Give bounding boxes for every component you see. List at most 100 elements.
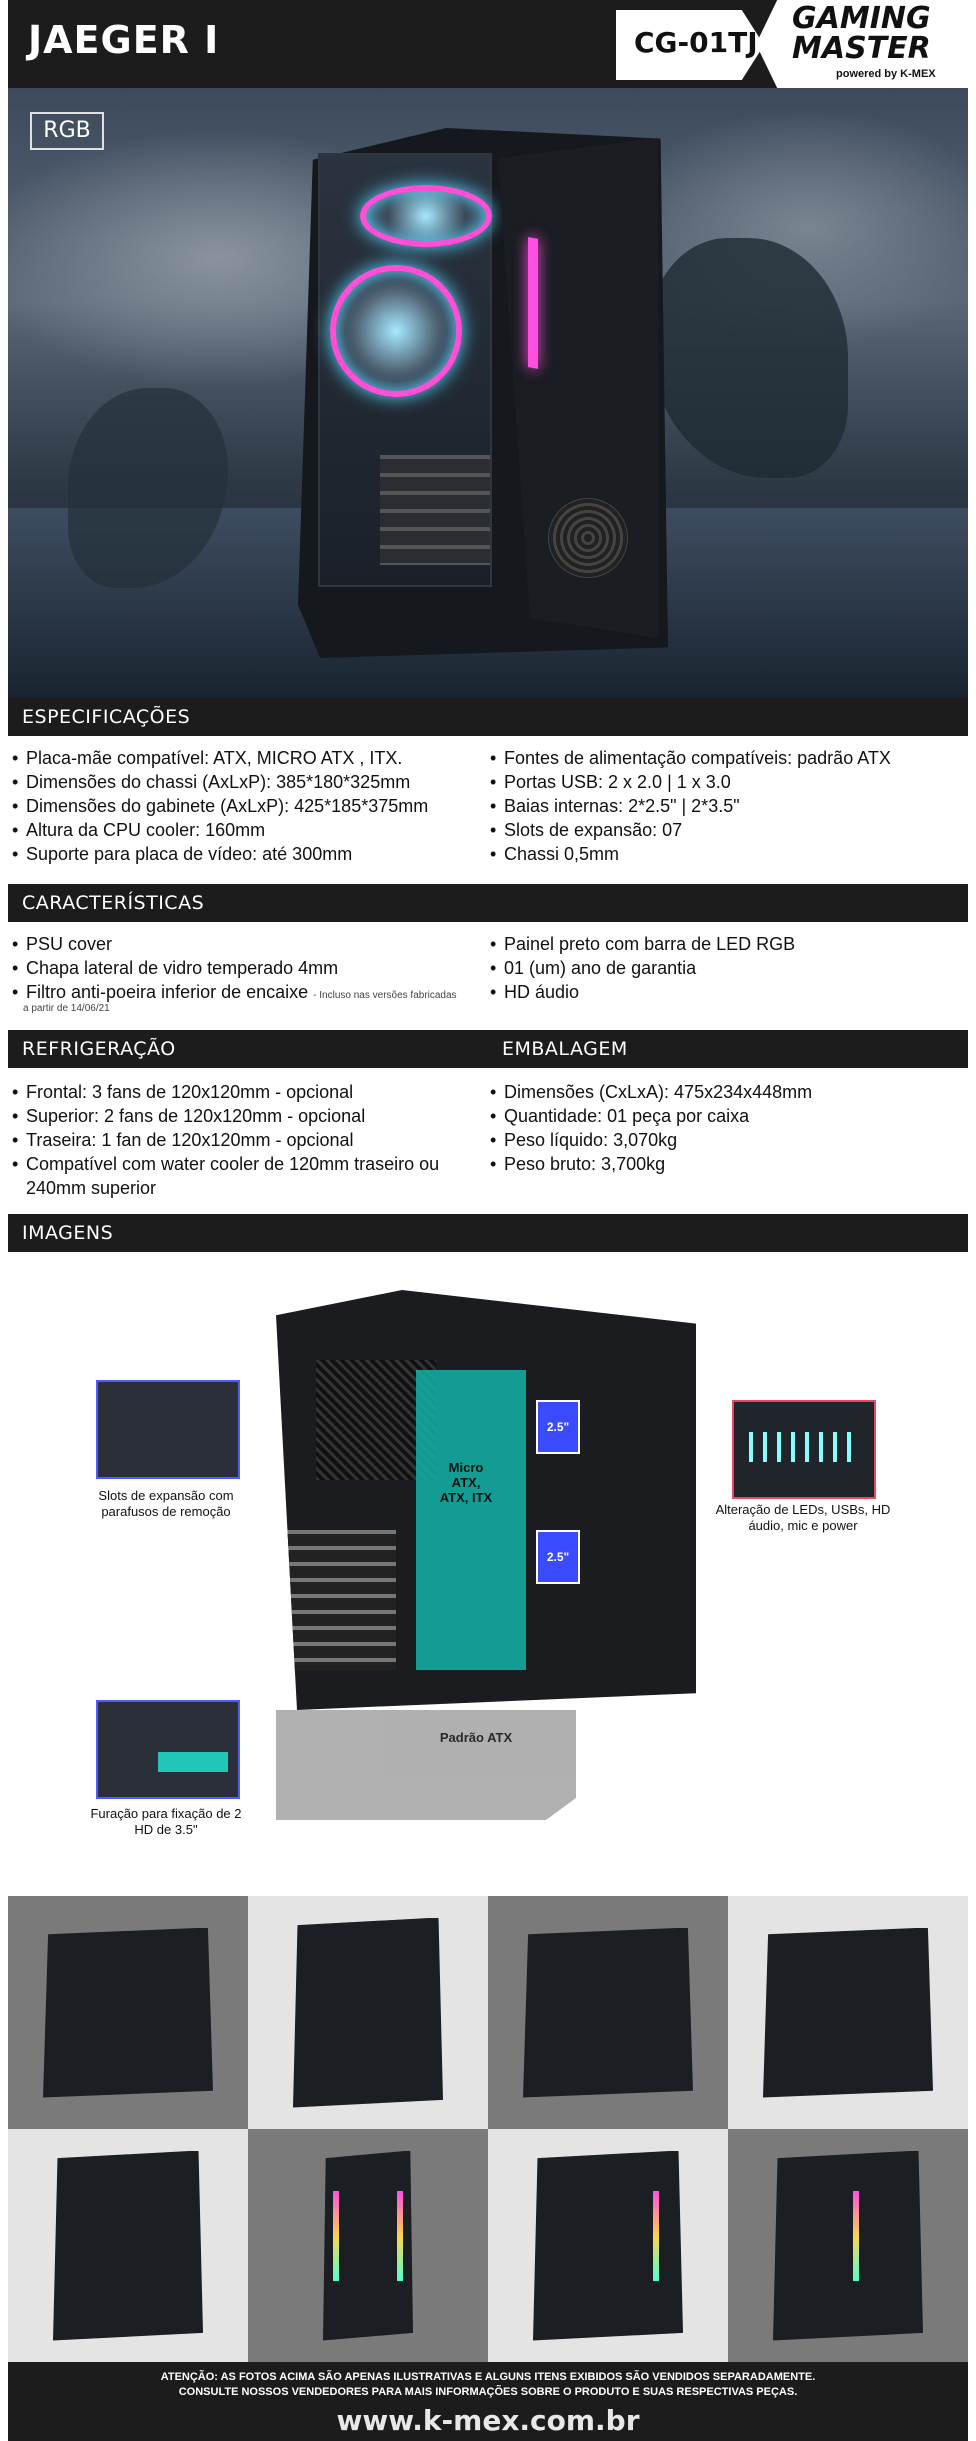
- case-lit-angle-photo: [773, 2150, 923, 2341]
- list-item: Superior: 2 fans de 120x120mm - opcional: [12, 1104, 462, 1128]
- caption-leds: Alteração de LEDs, USBs, HD áudio, mic e…: [715, 1502, 891, 1533]
- caption-slots: Slots de expansão com parafusos de remoç…: [98, 1488, 234, 1519]
- expansion-slots: [286, 1530, 396, 1670]
- brand-line2: MASTER: [792, 31, 931, 66]
- gallery-photo: [728, 2129, 968, 2362]
- case-angle-photo: [523, 1927, 693, 2098]
- rgb-fan-icon: [330, 265, 462, 397]
- disclaimer: ATENÇÃO: AS FOTOS ACIMA SÃO APENAS ILUST…: [8, 2370, 968, 2400]
- led-strip: [653, 2190, 659, 2281]
- list-item: Suporte para placa de vídeo: até 300mm: [12, 842, 482, 866]
- images-heading: IMAGENS: [22, 1222, 114, 1244]
- psu-label: Padrão ATX: [439, 1730, 513, 1745]
- packaging-list: Dimensões (CxLxA): 475x234x448mm Quantid…: [490, 1080, 950, 1176]
- io-ports: [749, 1432, 859, 1462]
- gallery-photo: [728, 1896, 968, 2129]
- gallery-photo: [8, 1896, 248, 2129]
- features-list-left: PSU cover Chapa lateral de vidro tempera…: [12, 932, 492, 1008]
- list-item: HD áudio: [490, 980, 960, 1004]
- specs-heading-bar: ESPECIFICAÇÕES: [8, 698, 968, 736]
- list-item: PSU cover: [12, 932, 492, 956]
- list-item: Dimensões do gabinete (AxLxP): 425*185*3…: [12, 794, 482, 818]
- list-item: Dimensões do chassi (AxLxP): 385*180*325…: [12, 770, 482, 794]
- photo-gallery: [8, 1896, 968, 2362]
- inset-expansion-slots: [96, 1380, 240, 1479]
- case-interior-render: Micro ATX, ATX, ITX 2.5" 2.5": [276, 1290, 696, 1710]
- led-strip: [397, 2190, 403, 2281]
- gallery-photo: [248, 1896, 488, 2129]
- drive-bay-label: 2.5": [536, 1530, 580, 1584]
- inset-front-io: [732, 1400, 876, 1499]
- list-item: Compatível com water cooler de 120mm tra…: [12, 1152, 462, 1200]
- brand-tagline: powered by K-MEX: [836, 68, 936, 80]
- list-item: Chapa lateral de vidro temperado 4mm: [12, 956, 492, 980]
- model-code-box: CG-01TJ: [616, 10, 764, 80]
- list-item: Portas USB: 2 x 2.0 | 1 x 3.0: [490, 770, 960, 794]
- motherboard-label: Micro ATX, ATX, ITX: [439, 1460, 493, 1505]
- hero-image: RGB: [8, 88, 968, 698]
- features-list-right: Painel preto com barra de LED RGB 01 (um…: [490, 932, 960, 1004]
- psu-cover-area: Padrão ATX: [276, 1710, 576, 1820]
- specs-heading: ESPECIFICAÇÕES: [22, 706, 191, 728]
- specs-list-left: Placa-mãe compatível: ATX, MICRO ATX , I…: [12, 746, 482, 866]
- list-item: Fontes de alimentação compatíveis: padrã…: [490, 746, 960, 770]
- images-heading-bar: IMAGENS: [8, 1214, 968, 1252]
- annotated-case-diagram: Micro ATX, ATX, ITX 2.5" 2.5" Padrão ATX…: [8, 1240, 968, 1860]
- specs-list-right: Fontes de alimentação compatíveis: padrã…: [490, 746, 960, 866]
- disclaimer-line2: CONSULTE NOSSOS VENDEDORES PARA MAIS INF…: [178, 2386, 798, 2398]
- case-lit-photo: [533, 2150, 683, 2341]
- list-item: Traseira: 1 fan de 120x120mm - opcional: [12, 1128, 462, 1152]
- caption-hd: Furação para fixação de 2 HD de 3.5": [90, 1806, 242, 1837]
- filter-note-date: a partir de 14/06/21: [23, 1003, 110, 1014]
- case-front-rgb-photo: [323, 2150, 413, 2341]
- led-strip: [528, 237, 538, 369]
- list-item: Frontal: 3 fans de 120x120mm - opcional: [12, 1080, 462, 1104]
- header-bar: JAEGER I CG-01TJ GAMING MASTER powered b…: [8, 0, 968, 88]
- hd-mount-highlight: [158, 1752, 228, 1772]
- robot-silhouette: [648, 238, 848, 478]
- list-item: Baias internas: 2*2.5" | 2*3.5": [490, 794, 960, 818]
- cooling-packaging-bar: REFRIGERAÇÃO EMBALAGEM: [8, 1030, 968, 1068]
- cooling-heading: REFRIGERAÇÃO: [22, 1038, 176, 1060]
- gallery-photo: [8, 2129, 248, 2362]
- glass-side-panel: [318, 153, 492, 587]
- footer-bar: ATENÇÃO: AS FOTOS ACIMA SÃO APENAS ILUST…: [8, 2362, 968, 2441]
- list-item: Altura da CPU cooler: 160mm: [12, 818, 482, 842]
- features-heading: CARACTERÍSTICAS: [22, 892, 205, 914]
- rgb-badge: RGB: [30, 112, 104, 150]
- list-item-text: Filtro anti-poeira inferior de encaixe: [26, 982, 309, 1002]
- gallery-photo: [248, 2129, 488, 2362]
- website-link[interactable]: www.k-mex.com.br: [336, 2404, 640, 2437]
- list-item: Slots de expansão: 07: [490, 818, 960, 842]
- disclaimer-line1: ATENÇÃO: AS FOTOS ACIMA SÃO APENAS ILUST…: [160, 2371, 816, 2383]
- case-side-photo: [43, 1927, 213, 2098]
- front-fan-icon: [548, 498, 628, 578]
- led-strip: [853, 2190, 859, 2281]
- inset-hd-mount: [96, 1700, 240, 1799]
- brand-line1: GAMING: [792, 1, 931, 36]
- model-code: CG-01TJ: [634, 26, 758, 59]
- product-title: JAEGER I: [28, 18, 220, 62]
- expansion-slots: [380, 455, 490, 565]
- list-item: Filtro anti-poeira inferior de encaixe -…: [12, 980, 492, 1008]
- list-item: Chassi 0,5mm: [490, 842, 960, 866]
- list-item: Peso líquido: 3,070kg: [490, 1128, 950, 1152]
- brand-logo: GAMING MASTER powered by K-MEX: [756, 0, 968, 88]
- rgb-fan-icon: [360, 185, 492, 247]
- filter-note: - Incluso nas versões fabricadas: [313, 990, 457, 1001]
- list-item: Peso bruto: 3,700kg: [490, 1152, 950, 1176]
- list-item: Dimensões (CxLxA): 475x234x448mm: [490, 1080, 950, 1104]
- list-item: Placa-mãe compatível: ATX, MICRO ATX , I…: [12, 746, 482, 770]
- list-item: 01 (um) ano de garantia: [490, 956, 960, 980]
- features-heading-bar: CARACTERÍSTICAS: [8, 884, 968, 922]
- list-item: Quantidade: 01 peça por caixa: [490, 1104, 950, 1128]
- led-strip: [333, 2190, 339, 2281]
- gallery-photo: [488, 1896, 728, 2129]
- case-front-photo: [293, 1917, 443, 2108]
- packaging-heading: EMBALAGEM: [502, 1038, 628, 1060]
- case-bottom-photo: [53, 2150, 203, 2341]
- list-item: Painel preto com barra de LED RGB: [490, 932, 960, 956]
- drive-bay-label: 2.5": [536, 1400, 580, 1454]
- case-render: [298, 108, 678, 668]
